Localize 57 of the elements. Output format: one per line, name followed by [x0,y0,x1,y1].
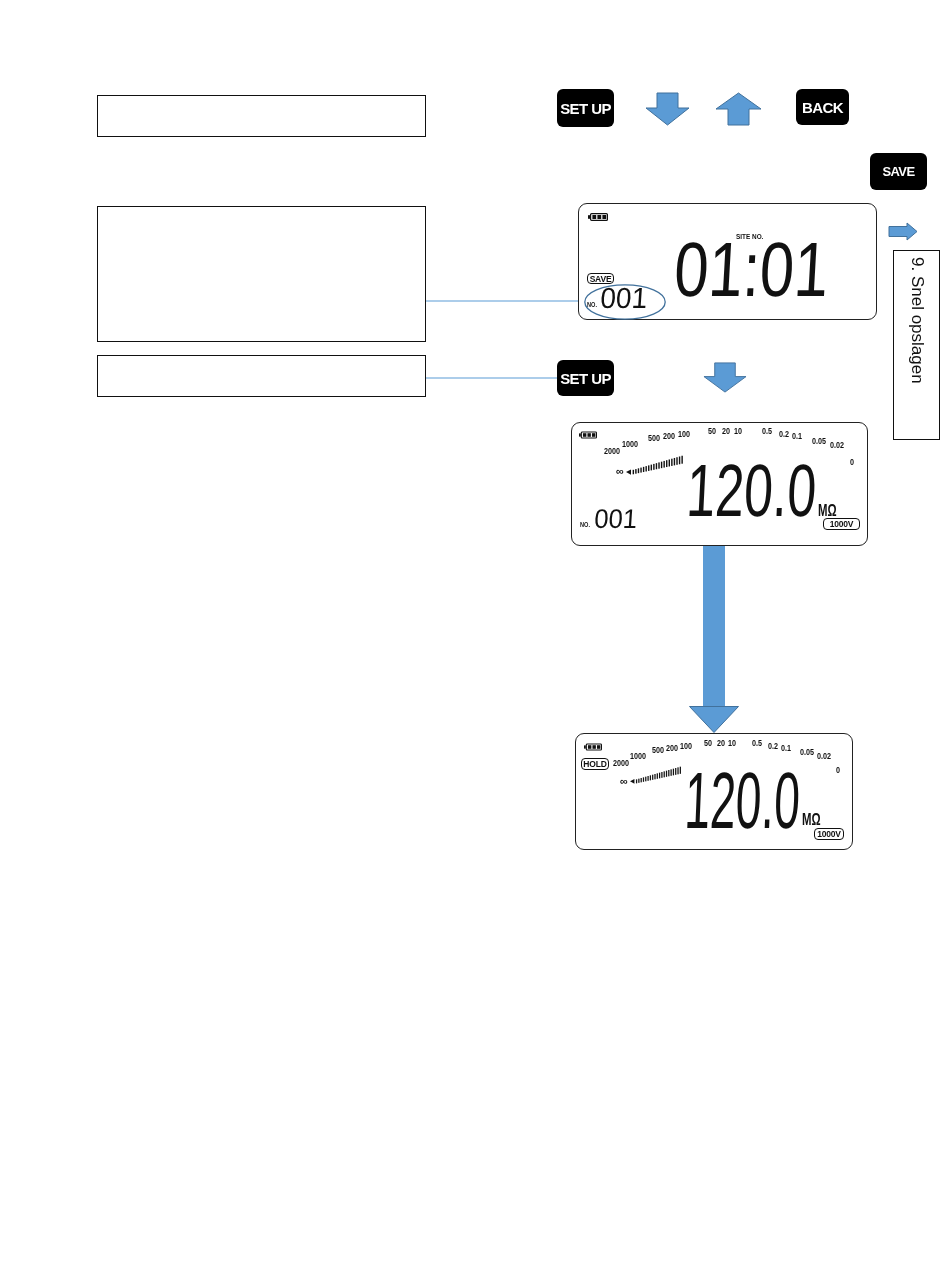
scale-number: 10 [734,428,742,435]
scale-number: 100 [680,743,693,750]
scale-number: 2000 [613,760,630,767]
key-button: SAVE [870,153,927,190]
scale-number: 1000 [622,441,639,448]
section-tab: 9. Snel opslagen [893,250,940,440]
lcd-digits: 120.0 [683,771,802,831]
lcd-digits: 001 [593,509,638,530]
lcd-label: NO. [580,522,590,528]
scale-number: 0.5 [752,740,762,747]
scale-number: 0.1 [792,433,802,440]
lcd-display [571,422,868,546]
scale-number: 50 [708,428,716,435]
scale-number: 0.05 [812,438,827,445]
key-button: SET UP [557,360,614,396]
lcd-indicator: 1000V [814,828,844,840]
leader-line [425,377,558,379]
unit-label: MΩ [802,814,821,827]
scale-number: 0.02 [830,442,845,449]
scale-number: 10 [728,740,736,747]
scale-number: 500 [652,747,665,754]
scale-number: 1000 [630,753,647,760]
lcd-digits: 001 [599,288,648,310]
lcd-display [575,733,853,850]
scale-number: 500 [648,435,661,442]
lcd-label: NO. [587,302,597,308]
lcd-display [578,203,877,320]
lcd-label: SITE NO. [736,234,764,240]
key-button: SET UP [557,89,614,127]
empty-box [97,355,426,397]
scale-number: 0.02 [817,753,832,760]
key-button: BACK [796,89,849,125]
scale-number: 200 [663,433,676,440]
lcd-digits: 120.0 [685,463,818,519]
lcd-digits: 01:01 [672,241,831,299]
scale-number: 0.5 [762,428,772,435]
scale-number: 2000 [604,448,621,455]
scale-number: 100 [678,431,691,438]
empty-box [97,95,426,137]
lcd-indicator: 1000V [823,518,860,530]
scale-number: 0.05 [800,749,815,756]
scale-number: 200 [666,745,679,752]
scale-number: 0 [850,459,854,466]
scale-number: 20 [722,428,730,435]
infinity-sign: ∞ [616,467,624,476]
scale-number: 20 [717,740,725,747]
infinity-sign: ∞ [620,777,628,786]
scale-number: 0.2 [779,431,789,438]
scale-number: 0.2 [768,743,778,750]
lcd-indicator: SAVE [587,273,614,284]
scale-number: 0 [836,767,840,774]
lcd-indicator: HOLD [581,758,609,770]
unit-label: MΩ [818,505,837,518]
scale-number: 50 [704,740,712,747]
highlight-ellipse [584,284,666,320]
empty-box [97,206,426,342]
scale-number: 0.1 [781,745,791,752]
